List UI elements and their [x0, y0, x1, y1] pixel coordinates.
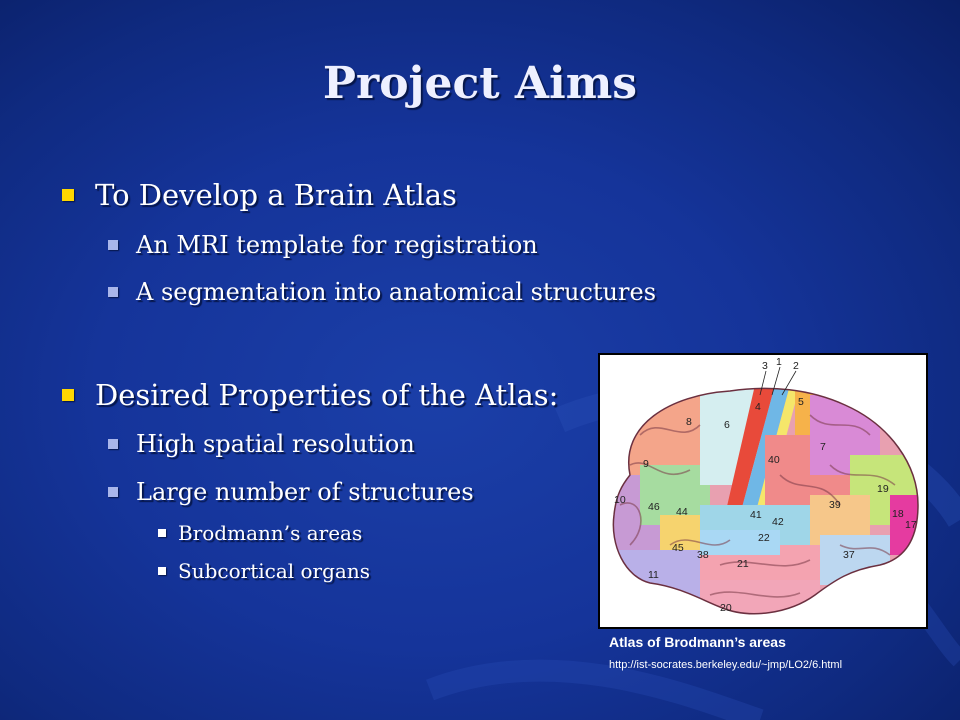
bullet-subcortical-organs: Subcortical organs [158, 559, 370, 583]
bullet-brodmann-areas: Brodmann’s areas [158, 521, 362, 545]
bullet-many-structures: Large number of structures [108, 478, 474, 506]
level2-bullet-icon [108, 287, 118, 297]
area-label-41: 41 [750, 509, 762, 521]
bullet-text: A segmentation into anatomical structure… [136, 278, 657, 306]
area-label-1: 1 [776, 356, 782, 368]
level1-bullet-icon [62, 389, 74, 401]
level3-bullet-icon [158, 567, 166, 575]
area-label-20: 20 [720, 602, 732, 614]
area-label-10: 10 [614, 494, 626, 506]
figure-caption: Atlas of Brodmann’s areas [609, 634, 786, 650]
brodmann-atlas-figure: 3 1 2 4 5 6 7 8 9 10 11 17 18 19 20 21 2… [598, 353, 928, 629]
area-label-5: 5 [798, 396, 804, 408]
area-label-45: 45 [672, 542, 684, 554]
level2-bullet-icon [108, 487, 118, 497]
area-label-46: 46 [648, 501, 660, 513]
bullet-develop-atlas: To Develop a Brain Atlas [62, 178, 457, 212]
area-label-3: 3 [762, 360, 768, 372]
level3-bullet-icon [158, 529, 166, 537]
area-label-18: 18 [892, 508, 904, 520]
slide-title: Project Aims [322, 58, 638, 109]
level1-bullet-icon [62, 189, 74, 201]
area-label-11: 11 [648, 569, 659, 581]
area-label-17: 17 [905, 519, 917, 531]
figure-source-url[interactable]: http://ist-socrates.berkeley.edu/~jmp/LO… [609, 659, 843, 671]
area-label-44: 44 [676, 506, 688, 518]
bullet-text: Subcortical organs [178, 559, 370, 583]
level2-bullet-icon [108, 240, 118, 250]
area-label-8: 8 [686, 416, 692, 428]
bullet-text: To Develop a Brain Atlas [95, 178, 457, 212]
area-label-40: 40 [768, 454, 780, 466]
bullet-desired-properties: Desired Properties of the Atlas: [62, 378, 558, 412]
area-label-6: 6 [724, 419, 730, 431]
area-label-4: 4 [755, 401, 761, 413]
bullet-segmentation: A segmentation into anatomical structure… [108, 278, 656, 306]
bullet-mri-template: An MRI template for registration [108, 231, 538, 259]
area-label-38: 38 [697, 549, 709, 561]
area-label-9: 9 [643, 458, 649, 470]
area-label-19: 19 [877, 483, 889, 495]
level2-bullet-icon [108, 439, 118, 449]
area-label-42: 42 [772, 516, 784, 528]
bullet-text: High spatial resolution [136, 430, 415, 458]
bullet-text: Large number of structures [136, 478, 474, 506]
bullet-high-resolution: High spatial resolution [108, 430, 415, 458]
area-label-21: 21 [737, 558, 749, 570]
bullet-text: Brodmann’s areas [178, 521, 363, 545]
area-label-2: 2 [793, 360, 799, 372]
area-label-37: 37 [843, 549, 855, 561]
bullet-text: An MRI template for registration [136, 231, 538, 259]
area-label-22: 22 [758, 532, 770, 544]
area-label-7: 7 [820, 441, 826, 453]
brain-illustration: 3 1 2 4 5 6 7 8 9 10 11 17 18 19 20 21 2… [612, 356, 919, 615]
area-label-39: 39 [829, 499, 841, 511]
bullet-text: Desired Properties of the Atlas: [95, 378, 559, 412]
